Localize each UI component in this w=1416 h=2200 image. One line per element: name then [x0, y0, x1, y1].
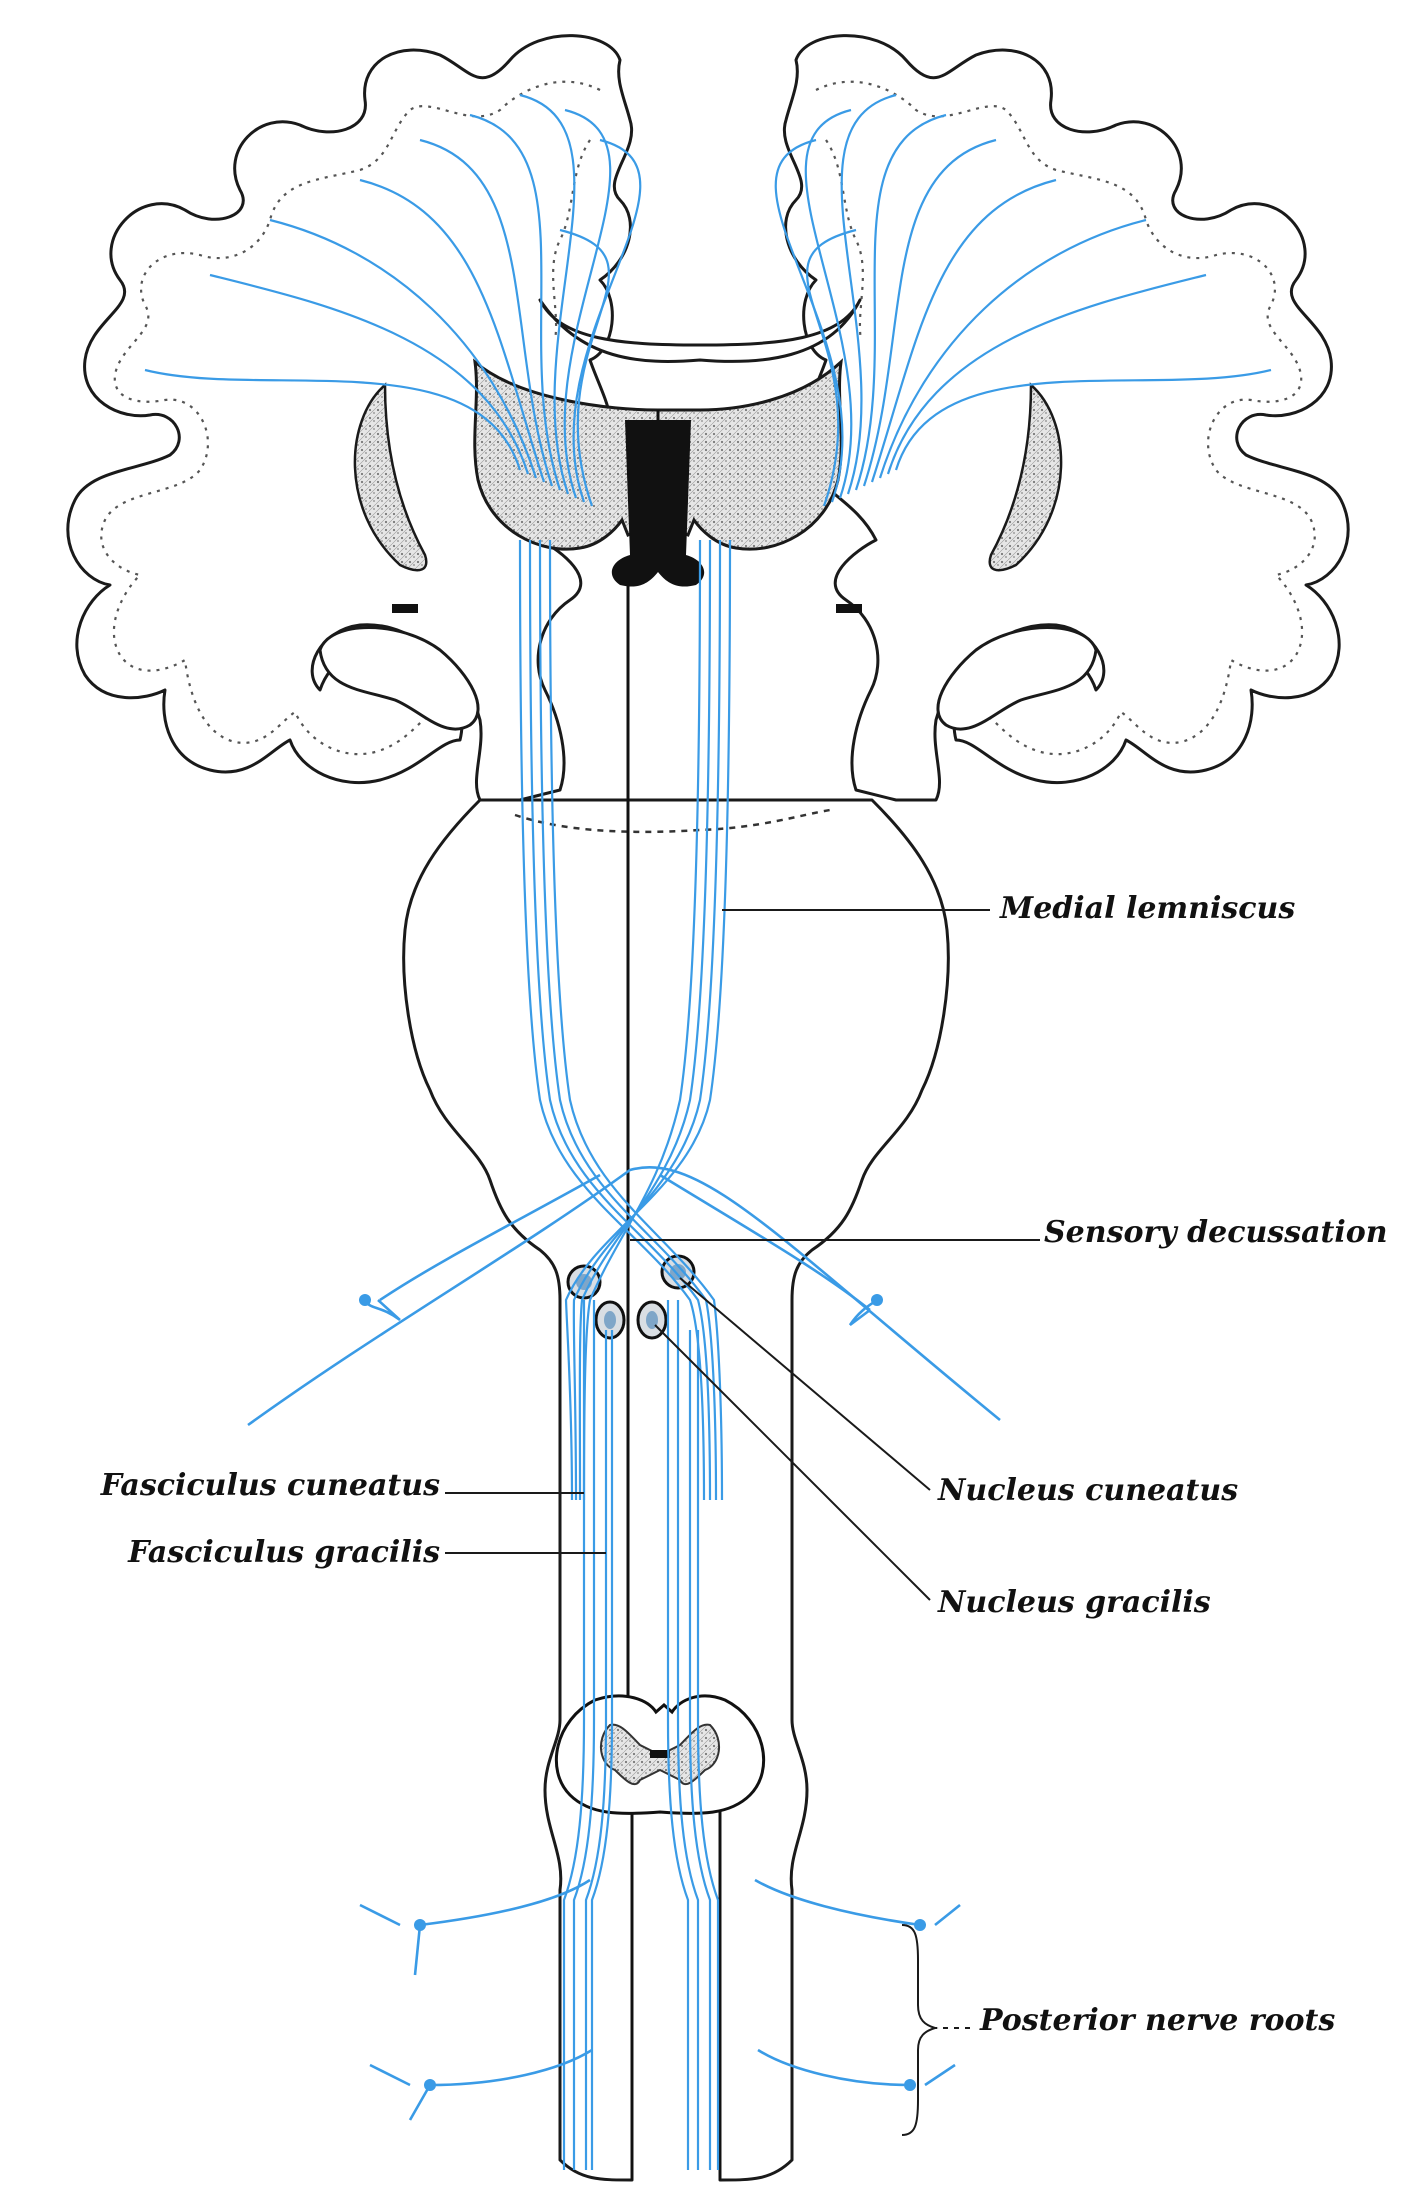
right-cerebral-hemisphere [782, 34, 1350, 802]
ganglion-icon [359, 1294, 371, 1306]
thalamocortical-fiber-right [886, 273, 1207, 475]
thalamocortical-fiber-left [519, 93, 576, 495]
medial-lemniscus-fiber-right [564, 539, 732, 1501]
thalamocortical-fiber-right [894, 368, 1272, 471]
thalamocortical-fiber-right [870, 178, 1057, 483]
right-lentiform-nucleus [988, 382, 1063, 572]
spinal-cord-cross-section [554, 1694, 766, 1815]
label-nucleus-gracilis: Nucleus gracilis [937, 1585, 1211, 1620]
nerve-root-medulla-left [363, 1299, 401, 1322]
medial-lemniscus-fiber-right [572, 539, 722, 1501]
fasciculus-fiber-right [688, 1330, 712, 2170]
medial-lemniscus-fiber-right [582, 539, 702, 1501]
thalamocortical-fiber-left [209, 273, 530, 475]
right-choroid-mark [836, 604, 862, 613]
thalamocortical-fiber-left [572, 138, 642, 503]
thalamocortical-fiber-right [840, 93, 897, 495]
fasciculus-fiber-left [584, 1330, 608, 2170]
fasciculus-fiber-right [676, 1300, 700, 2170]
arcuate-fiber [659, 1173, 871, 1312]
nerve-branch [924, 2063, 956, 2087]
thalamocortical-fiber-left [269, 218, 538, 479]
thalamocortical-fiber-right [878, 218, 1147, 479]
sensory-fibers [144, 93, 1272, 2170]
thalamocortical-fiber-right [774, 138, 844, 503]
posterior-nerve-root-upper-right [754, 1878, 921, 1927]
brainstem-outline [402, 798, 950, 2182]
ganglion-icon [914, 1919, 926, 1931]
thalamocortical-fiber-right [862, 138, 997, 487]
label-nucleus-cuneatus: Nucleus cuneatus [937, 1473, 1238, 1508]
thalamocortical-fiber-right [806, 228, 857, 507]
medial-lemniscus-fiber-left [548, 539, 724, 1501]
ganglion-icon [871, 1294, 883, 1306]
thalamocortical-fiber-right [854, 113, 947, 491]
posterior-nerve-root-lower-left [408, 2048, 593, 2121]
arcuate-fiber [247, 1165, 1001, 1427]
left-temporal-gyrus [318, 626, 480, 731]
left-nucleus-gracilis [594, 1300, 626, 1340]
medial-lemniscus-fiber-right [578, 539, 712, 1501]
leader-nucleus-gracilis [654, 1324, 931, 1601]
label-sensory-decussation: Sensory decussation [1044, 1215, 1388, 1250]
brace-posterior-nerve-roots [901, 1924, 939, 2136]
label-medial-lemniscus: Medial lemniscus [999, 891, 1295, 926]
nerve-branch [934, 1903, 961, 1927]
thalamocortical-fiber-left [419, 138, 554, 487]
label-fasciculus-gracilis: Fasciculus gracilis [127, 1535, 440, 1570]
medial-lemniscus-fiber-left [528, 539, 712, 1501]
thalamocortical-fiber-left [559, 228, 610, 507]
ganglion-icon [904, 2079, 916, 2091]
arcuate-fiber [379, 1173, 601, 1302]
label-fasciculus-cuneatus: Fasciculus cuneatus [100, 1468, 440, 1503]
leader-nucleus-cuneatus [679, 1277, 931, 1491]
fasciculus-fiber-right [666, 1300, 690, 2170]
thalamocortical-fiber-left [563, 108, 612, 499]
fasciculus-fiber-left [590, 1330, 614, 2170]
ganglion-icon [424, 2079, 436, 2091]
corpus-callosum [538, 298, 862, 363]
posterior-nerve-root-upper-left [413, 1878, 591, 1976]
right-temporal-gyrus [936, 626, 1098, 731]
posterior-nerve-root-lower-right [757, 2048, 911, 2087]
medial-lemniscus-fiber-left [538, 539, 718, 1501]
label-posterior-nerve-roots: Posterior nerve roots [979, 2003, 1335, 2038]
thalamocortical-fiber-left [359, 178, 546, 483]
fasciculus-fiber-left [572, 1300, 596, 2170]
thalamocortical-fiber-left [469, 113, 562, 491]
ganglion-icon [414, 1919, 426, 1931]
thalamocortical-fiber-left [144, 368, 522, 471]
left-choroid-mark [392, 604, 418, 613]
left-lentiform-nucleus [353, 382, 428, 572]
fasciculus-fiber-right [696, 1330, 720, 2170]
nerve-branch [359, 1903, 401, 1927]
nerve-branch [369, 2063, 411, 2087]
thalamocortical-fiber-right [804, 108, 853, 499]
